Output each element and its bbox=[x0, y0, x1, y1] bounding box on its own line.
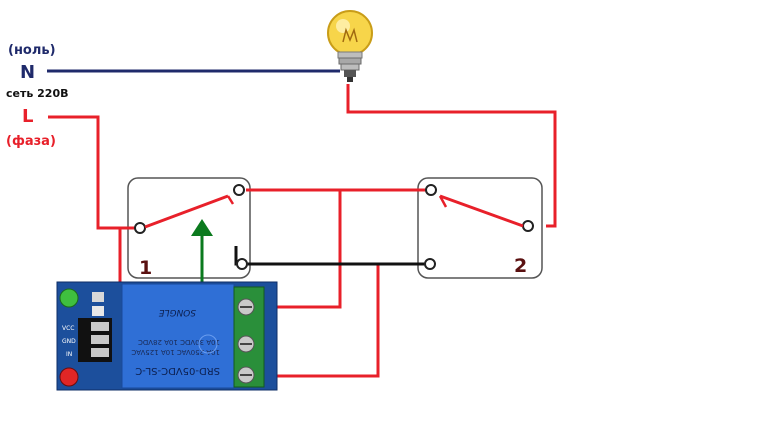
pin-in-label: IN bbox=[66, 351, 72, 358]
relay-rating-2: 10A 30VDC 10A 28VDC bbox=[138, 338, 220, 346]
phase-note-label: (фаза) bbox=[6, 134, 56, 149]
control-arrow bbox=[191, 219, 213, 284]
relay-module: VCC GND IN SRD-05VDC-SL-C 10A 250VAC 10A… bbox=[56, 281, 278, 391]
traveler-wire-bottom bbox=[234, 246, 426, 266]
relay-brand-label: SONGLE bbox=[158, 307, 196, 317]
relay-model-label: SRD-05VDC-SL-C bbox=[135, 365, 220, 376]
pin-header: VCC GND IN bbox=[62, 318, 112, 362]
switch-2-box bbox=[417, 177, 543, 279]
switch-2-contacts bbox=[424, 184, 534, 270]
phase-wire-to-relay-no bbox=[245, 264, 380, 378]
phase-wire-to-relay-top bbox=[262, 190, 342, 309]
relay-rating-1: 10A 250VAC 10A 125VAC bbox=[131, 348, 220, 356]
neutral-note-label: (ноль) bbox=[8, 43, 56, 58]
switch-2-label: 2 bbox=[514, 255, 527, 277]
terminal-screws bbox=[237, 298, 255, 384]
switch-1-contacts bbox=[134, 184, 248, 270]
status-led bbox=[59, 367, 79, 387]
phase-wire-feed bbox=[48, 115, 140, 230]
neutral-label: N bbox=[20, 62, 35, 83]
pin-gnd-label: GND bbox=[62, 338, 76, 345]
switch-1-label: 1 bbox=[139, 257, 152, 279]
lamp-icon bbox=[327, 10, 373, 82]
pin-vcc-label: VCC bbox=[62, 325, 74, 332]
power-led bbox=[59, 288, 79, 308]
phase-label: L bbox=[22, 106, 33, 127]
relay-body bbox=[121, 283, 235, 389]
network-label: сеть 220В bbox=[6, 87, 69, 100]
phase-wire-lamp-return bbox=[346, 84, 557, 228]
